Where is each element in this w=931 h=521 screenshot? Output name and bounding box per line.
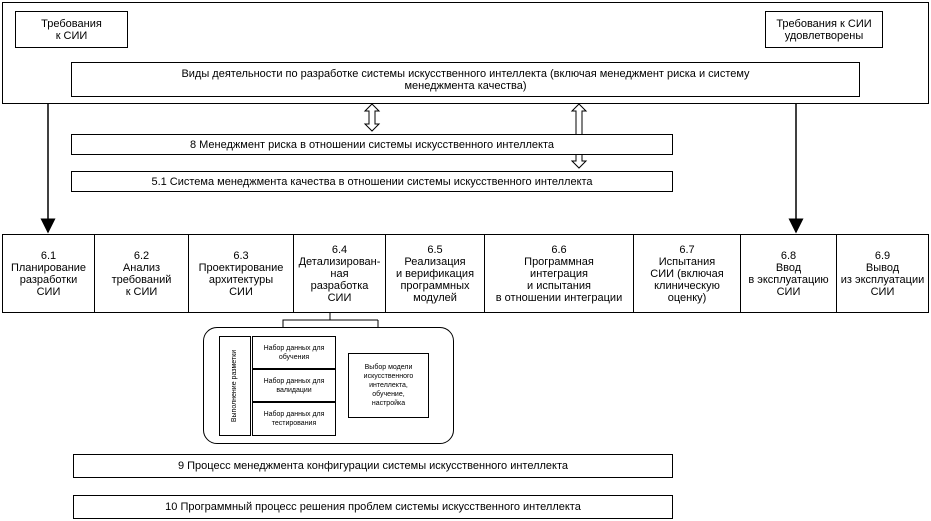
- configuration-management-box: 9 Процесс менеджмента конфигурации систе…: [73, 454, 673, 478]
- stage-title: Вывод из эксплуатации СИИ: [840, 261, 925, 298]
- dataset-validation-box: Набор данных для валидации: [252, 369, 336, 402]
- activities-box: Виды деятельности по разработке системы …: [71, 62, 860, 97]
- stage-title: Реализация и верификация программных мод…: [395, 255, 475, 304]
- configuration-management-label: 9 Процесс менеджмента конфигурации систе…: [177, 460, 569, 472]
- labeling-box: [219, 336, 251, 436]
- model-selection-label: Выбор модели искусственного интеллекта, …: [363, 364, 414, 407]
- dataset-train-label: Набор данных для обучения: [263, 344, 325, 361]
- quality-management-label: 5.1 Система менеджмента качества в отнош…: [151, 175, 593, 188]
- stage-number: 6.6: [551, 243, 567, 256]
- stage-number: 6.9: [874, 249, 891, 262]
- stage-number: 6.2: [133, 249, 150, 262]
- stage-title: Детализирован- ная разработка СИИ: [298, 255, 381, 304]
- risk-management-label: 8 Менеджмент риска в отношении системы и…: [189, 138, 555, 151]
- problem-resolution-box: 10 Программный процесс решения проблем с…: [73, 495, 673, 519]
- quality-management-box: 5.1 Система менеджмента качества в отнош…: [71, 171, 673, 192]
- requirements-box: Требования к СИИ: [15, 11, 128, 48]
- requirements-met-label: Требования к СИИ удовлетворены: [776, 17, 872, 42]
- requirements-label: Требования к СИИ: [41, 17, 102, 42]
- labeling-label: Выполнение разметки: [231, 349, 238, 423]
- risk-management-box: 8 Менеджмент риска в отношении системы и…: [71, 134, 673, 155]
- stage-title: Программная интеграция и испытания в отн…: [495, 255, 623, 304]
- dataset-train-box: Набор данных для обучения: [252, 336, 336, 369]
- stage-number: 6.7: [679, 243, 695, 256]
- stage-title: Ввод в эксплуатацию СИИ: [748, 261, 829, 298]
- model-selection-box: Выбор модели искусственного интеллекта, …: [348, 353, 429, 418]
- requirements-met-box: Требования к СИИ удовлетворены: [765, 11, 883, 48]
- dataset-test-box: Набор данных для тестирования: [252, 402, 336, 436]
- stage-title: Испытания СИИ (включая клиническую оценк…: [650, 255, 724, 304]
- stage-title: Проектирование архитектуры СИИ: [198, 261, 284, 298]
- stage-number: 6.5: [427, 243, 443, 256]
- stage-title: Анализ требований к СИИ: [111, 261, 172, 298]
- stage-number: 6.1: [40, 249, 57, 262]
- dataset-validation-label: Набор данных для валидации: [263, 377, 325, 394]
- double-arrow-risk: [363, 103, 381, 132]
- problem-resolution-label: 10 Программный процесс решения проблем с…: [165, 501, 581, 513]
- activities-label: Виды деятельности по разработке системы …: [181, 67, 750, 92]
- dataset-test-label: Набор данных для тестирования: [263, 411, 325, 427]
- stage-title: Планирование разработки СИИ: [10, 261, 87, 298]
- stage-number: 6.4: [331, 243, 348, 256]
- stage-number: 6.3: [233, 249, 249, 262]
- stage-number: 6.8: [780, 249, 797, 262]
